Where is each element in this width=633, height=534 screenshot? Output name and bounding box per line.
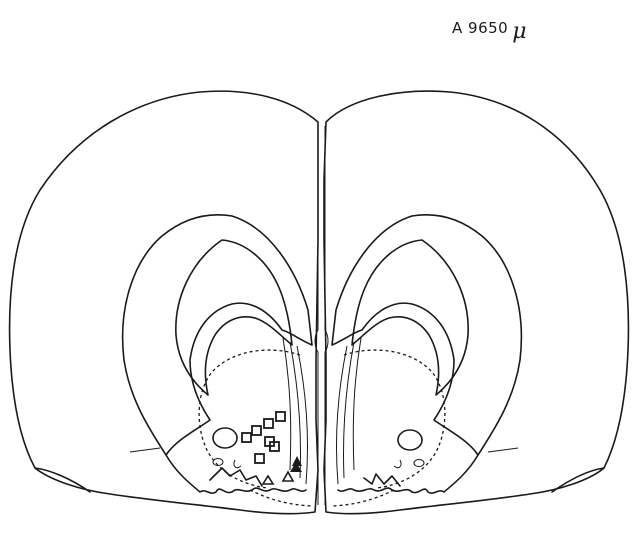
right-hemisphere-outline <box>324 91 628 514</box>
midline-fissure-right <box>325 126 328 505</box>
left-ventral-jag <box>210 468 262 486</box>
left-fiber-line <box>283 338 291 470</box>
right-curve-mark <box>394 460 401 468</box>
open-square-marker <box>242 433 251 442</box>
right-anterior-commissure <box>398 430 422 450</box>
open-square-markers <box>242 412 285 463</box>
left-ventral-wavy-outline <box>166 455 306 493</box>
open-triangle-marker <box>263 476 273 484</box>
right-lower-dotted-curve <box>332 490 394 506</box>
right-fiber-line <box>343 342 354 478</box>
right-callosal-arch-inner <box>352 240 468 395</box>
open-triangle-marker <box>283 472 293 481</box>
right-fiber-line <box>336 346 347 484</box>
right-ventral-wavy-outline <box>338 455 478 493</box>
open-square-marker <box>276 412 285 421</box>
left-callosal-arch-inner <box>176 240 292 395</box>
right-small-nucleus <box>414 460 424 467</box>
right-ventral-jag <box>364 474 400 486</box>
right-callosal-arch-outer <box>332 215 521 455</box>
open-square-marker <box>264 419 273 428</box>
left-callosal-arch-outer <box>123 215 312 455</box>
left-rhinal-line <box>130 448 160 452</box>
right-fiber-line <box>353 338 361 470</box>
open-square-marker <box>255 454 264 463</box>
left-curve-mark <box>234 460 241 468</box>
left-lower-dotted-curve <box>250 490 312 506</box>
right-rhinal-line <box>488 448 518 452</box>
left-fiber-line <box>290 342 301 478</box>
right-striatum-boundary <box>344 350 445 488</box>
left-anterior-commissure <box>213 428 237 448</box>
open-square-marker <box>252 426 261 435</box>
